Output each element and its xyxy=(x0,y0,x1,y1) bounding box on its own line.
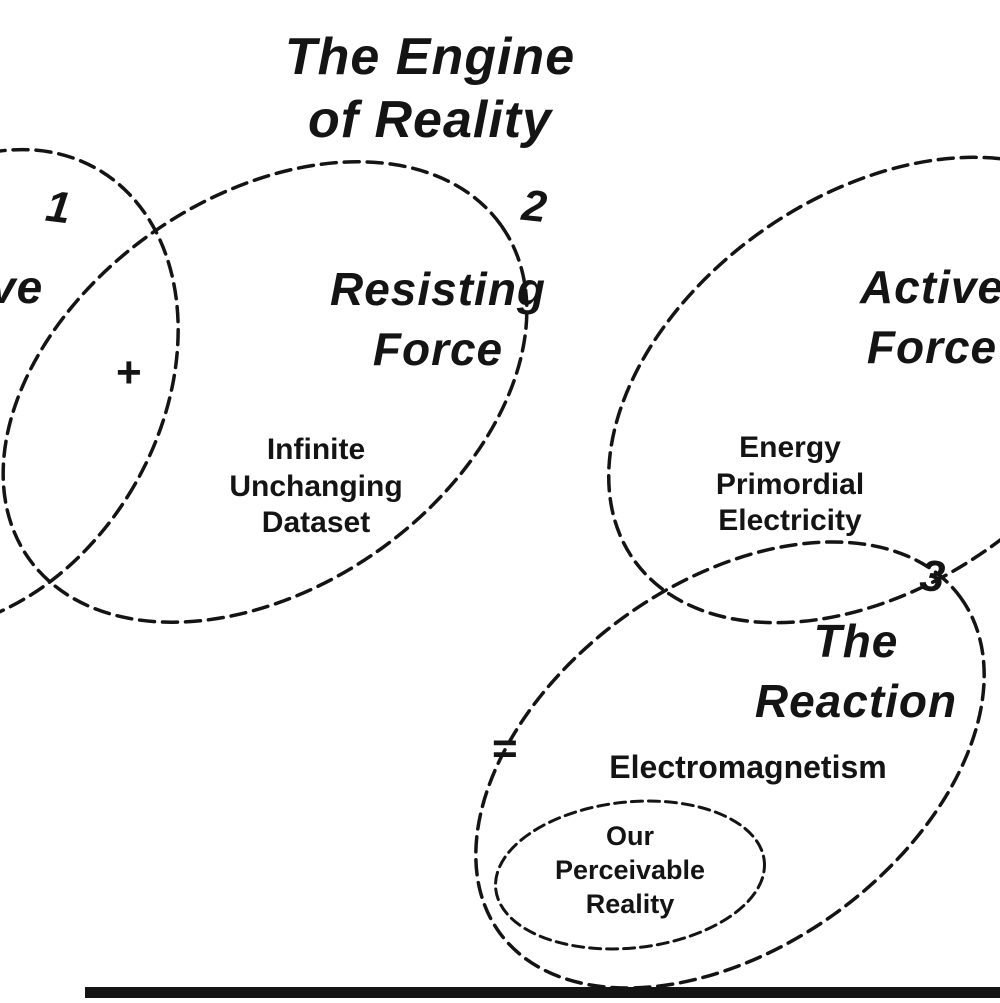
reaction-ellipse xyxy=(474,540,986,990)
active-subtext-line-2: Primordial xyxy=(715,467,865,501)
passive-force-ellipse xyxy=(0,147,180,633)
perceivable-reality-line-3: Reality xyxy=(585,888,675,919)
resisting-title: Resisting Force xyxy=(330,260,546,380)
perceivable-reality-line-1: Our xyxy=(605,821,655,851)
resisting-subtext-line-3: Dataset xyxy=(261,506,371,540)
equals-operator: = xyxy=(492,724,518,773)
plus-operator: + xyxy=(116,348,142,397)
resisting-force-ellipse xyxy=(1,160,529,624)
reaction-title-line-2: Reaction xyxy=(754,674,958,727)
passive-label-fragment: ve xyxy=(0,261,44,313)
perceivable-reality-line-2: Perceivable xyxy=(554,854,706,885)
active-title-line-1: Active xyxy=(859,261,1000,313)
reaction-title-line-1: The xyxy=(813,615,899,667)
active-force-ellipse xyxy=(606,155,1000,625)
active-subtext-line-1: Energy xyxy=(739,431,841,464)
reaction-title: The Reaction xyxy=(755,612,957,732)
perceivable-reality-ellipse xyxy=(494,799,766,951)
diagram-title-line-1: The Engine xyxy=(284,28,576,86)
resisting-number: 2 xyxy=(519,180,550,233)
resisting-title-line-2: Force xyxy=(372,322,504,375)
diagram-title: The Engine of Reality xyxy=(285,26,575,153)
active-title-line-2: Force xyxy=(866,320,998,373)
bottom-bar xyxy=(85,987,1000,998)
active-subtext-line-3: Electricity xyxy=(718,504,862,538)
active-subtext: Energy Primordial Electricity xyxy=(716,430,864,540)
perceivable-reality-label: Our Perceivable Reality xyxy=(555,820,705,921)
reaction-number: 3 xyxy=(917,550,948,603)
reaction-subtext: Electromagnetism xyxy=(609,749,887,785)
resisting-subtext: Infinite Unchanging Dataset xyxy=(229,432,402,542)
resisting-subtext-line-1: Infinite xyxy=(266,433,366,466)
diagram-title-line-2: of Reality xyxy=(307,91,553,150)
resisting-title-line-1: Resisting xyxy=(329,263,547,315)
resisting-subtext-line-2: Unchanging xyxy=(229,469,403,503)
active-title: Active Force xyxy=(860,258,1000,378)
